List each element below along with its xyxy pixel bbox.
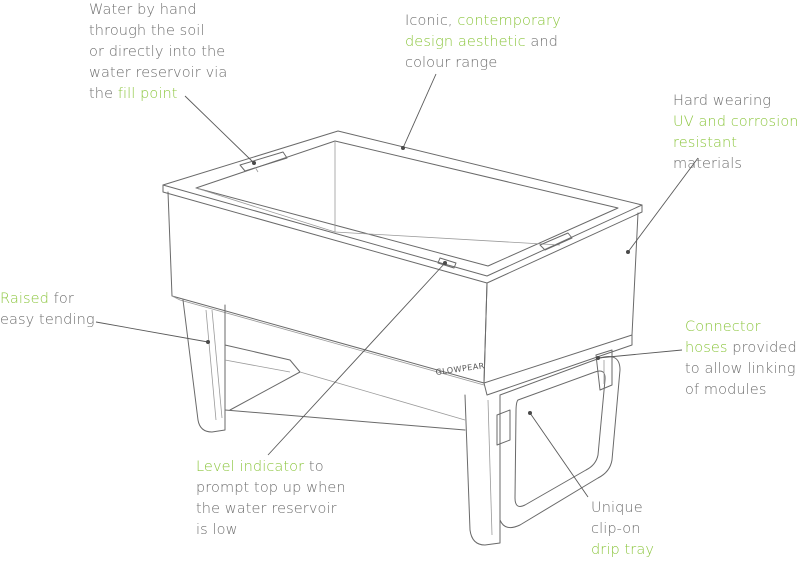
callout-level-highlight: Level indicator bbox=[196, 459, 305, 475]
leader-materials-dot bbox=[626, 250, 630, 254]
callout-materials-line3: resistant materials bbox=[673, 133, 800, 175]
callout-drip-line1: Unique bbox=[591, 500, 643, 516]
callout-fill-point-line5-pre: the bbox=[89, 86, 118, 102]
callout-raised-highlight: Raised bbox=[0, 291, 49, 307]
callout-raised-line1: Raised for bbox=[0, 289, 95, 310]
callout-connector-line2-post: provided bbox=[727, 340, 797, 356]
callout-connector-line4: of modules bbox=[685, 382, 767, 398]
leader-connector bbox=[597, 349, 683, 359]
callout-connector-highlight1: Connector bbox=[685, 319, 761, 335]
planter-legs bbox=[182, 299, 633, 546]
callout-level-line1: Level indicator to bbox=[196, 457, 346, 478]
planter-body bbox=[162, 130, 643, 386]
callout-materials-line3-post: materials bbox=[673, 156, 742, 172]
callout-connector-line2: hoses provided bbox=[685, 338, 797, 359]
leader-level-dot bbox=[443, 261, 447, 265]
leader-level bbox=[267, 262, 446, 456]
callout-fill-point: Water by hand through the soil or direct… bbox=[89, 0, 227, 105]
leader-design bbox=[402, 73, 437, 149]
callout-level-line4: is low bbox=[196, 522, 238, 538]
callout-design-line2: design aesthetic and bbox=[405, 32, 561, 53]
leader-raised bbox=[95, 321, 209, 343]
callout-design-line1: Iconic, contemporary bbox=[405, 11, 561, 32]
callout-design-highlight2: design aesthetic bbox=[405, 34, 526, 50]
callout-fill-point-line5: the fill point bbox=[89, 84, 227, 105]
callout-design: Iconic, contemporary design aesthetic an… bbox=[405, 11, 561, 74]
callout-connector-line3: to allow linking bbox=[685, 361, 796, 377]
callout-raised-line1-post: for bbox=[48, 291, 74, 307]
callout-connector-highlight2: hoses bbox=[685, 340, 728, 356]
callout-fill-point-line2: through the soil bbox=[89, 23, 205, 39]
callout-materials-line1: Hard wearing bbox=[673, 93, 772, 109]
brand-logo: GLOWPEAR bbox=[435, 361, 485, 377]
callout-level-line2: prompt top up when bbox=[196, 480, 346, 496]
callout-drip-highlight: drip tray bbox=[591, 542, 655, 558]
callout-raised-line2: easy tending bbox=[0, 312, 95, 328]
leader-drip-tray-dot bbox=[528, 411, 532, 415]
callout-design-line2-post: and bbox=[525, 34, 558, 50]
callout-materials: Hard wearing UV and corrosion resistant … bbox=[673, 91, 800, 175]
callout-fill-point-line3: or directly into the bbox=[89, 44, 226, 60]
callout-fill-point-line1: Water by hand bbox=[89, 2, 197, 18]
callout-design-line1-pre: Iconic, bbox=[405, 13, 458, 29]
callout-materials-highlight2: resistant bbox=[673, 135, 738, 151]
leader-lines bbox=[95, 73, 699, 498]
callout-materials-highlight1: UV and corrosion bbox=[673, 114, 799, 130]
callout-level-line1-post: to bbox=[304, 459, 324, 475]
callout-level-line3: the water reservoir bbox=[196, 501, 337, 517]
callout-raised: Raised for easy tending bbox=[0, 289, 95, 331]
callout-design-line3: colour range bbox=[405, 55, 498, 71]
leader-drip-tray bbox=[529, 412, 589, 498]
callout-level-indicator: Level indicator to prompt top up when th… bbox=[196, 457, 346, 541]
leader-connector-dot bbox=[596, 356, 600, 360]
leader-design-dot bbox=[401, 146, 405, 150]
callout-drip-line2: clip-on bbox=[591, 521, 641, 537]
callout-drip-tray: Unique clip-on drip tray bbox=[591, 498, 654, 561]
callout-fill-point-line4: water reservoir via bbox=[89, 65, 228, 81]
callout-fill-point-highlight: fill point bbox=[117, 86, 178, 102]
leader-materials bbox=[627, 157, 699, 253]
leader-fill-point bbox=[184, 95, 255, 164]
callout-design-highlight1: contemporary bbox=[457, 13, 561, 29]
callout-connector: Connector hoses provided to allow linkin… bbox=[685, 317, 797, 401]
leader-raised-dot bbox=[206, 340, 210, 344]
leader-fill-point-dot bbox=[252, 161, 256, 165]
